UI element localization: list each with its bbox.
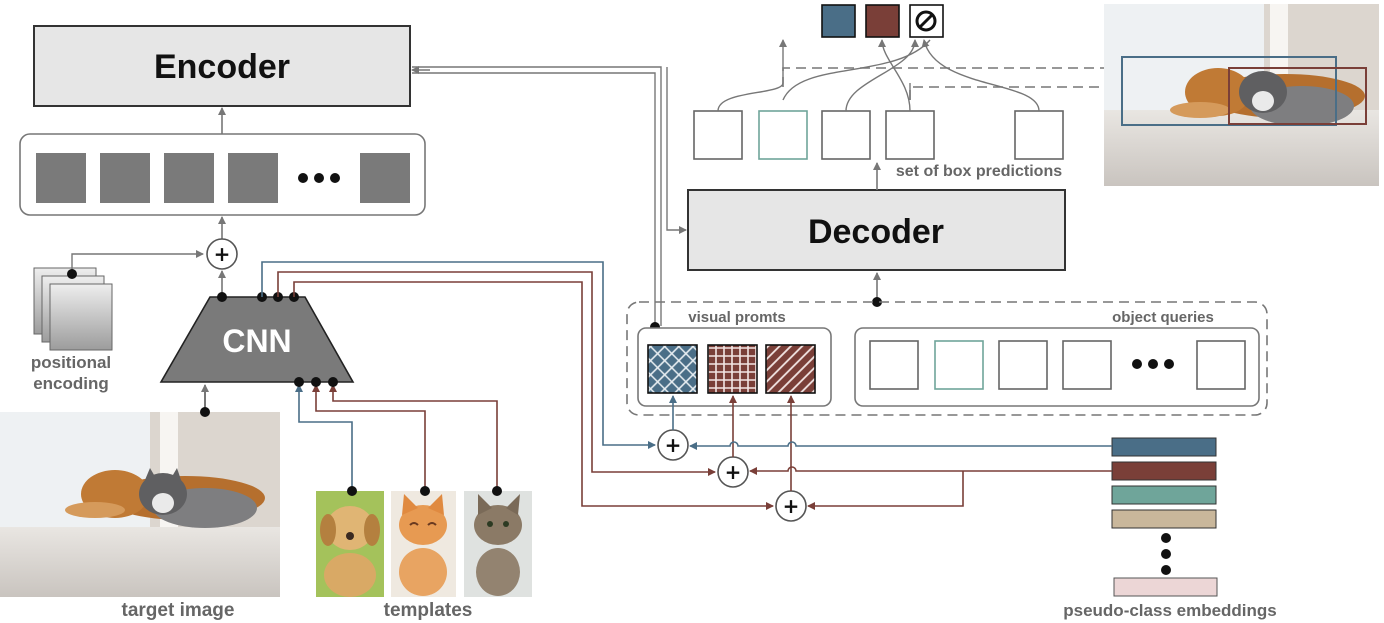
positional-encoding-stack	[33, 267, 113, 351]
object-query	[998, 340, 1048, 390]
add-operator: +	[775, 490, 807, 522]
template-image-puppy	[316, 491, 384, 597]
class-output-blue	[821, 4, 856, 38]
feature-token	[228, 153, 278, 203]
encoder-box	[33, 25, 411, 107]
svg-text:+: +	[725, 460, 742, 484]
feature-token	[100, 153, 150, 203]
template-image-kitten-smiling	[391, 491, 456, 597]
set-of-box-predictions-label: set of box predictions	[896, 163, 1062, 180]
box-prediction	[885, 110, 935, 160]
svg-text:+: +	[214, 242, 231, 266]
vertical-ellipsis	[1161, 533, 1171, 575]
visual-prompts-label: visual promts	[688, 309, 786, 326]
visual-prompt-blue	[647, 344, 698, 394]
object-queries-label: object queries	[1112, 309, 1214, 326]
template-image-tabby-kitten	[464, 491, 532, 597]
decoder-label: Decoder	[808, 213, 944, 251]
pseudo-class-embeddings-label: pseudo-class embeddings	[1063, 601, 1277, 620]
svg-text:+: +	[783, 494, 800, 518]
class-output-red	[865, 4, 900, 38]
add-operator: +	[717, 456, 749, 488]
object-query	[869, 340, 919, 390]
visual-prompt-red-diag	[765, 344, 816, 394]
ellipsis-dots	[1132, 359, 1174, 369]
object-query	[1196, 340, 1246, 390]
feature-token	[36, 153, 86, 203]
output-image	[1104, 4, 1379, 186]
object-query	[934, 340, 984, 390]
encoder-label: Encoder	[154, 48, 290, 86]
box-prediction	[758, 110, 808, 160]
positional-encoding-label: positional	[31, 353, 111, 372]
embedding-teal	[1111, 485, 1217, 505]
box-prediction	[821, 110, 871, 160]
detection-box-red	[1228, 67, 1367, 125]
no-object-icon	[909, 4, 944, 38]
decoder-box	[687, 189, 1066, 271]
box-prediction	[1014, 110, 1064, 160]
embedding-blue	[1111, 437, 1217, 457]
svg-text:+: +	[665, 433, 682, 457]
target-image-label: target image	[122, 600, 235, 621]
add-operator: +	[657, 429, 689, 461]
embedding-red	[1111, 461, 1217, 481]
feature-token	[164, 153, 214, 203]
positional-encoding-label: encoding	[33, 374, 109, 393]
ellipsis-dots	[298, 173, 340, 183]
cnn-label: CNN	[222, 323, 291, 359]
box-prediction	[693, 110, 743, 160]
object-query	[1062, 340, 1112, 390]
query-container	[626, 301, 1268, 416]
target-image	[0, 412, 280, 597]
visual-prompt-red-grid	[707, 344, 758, 394]
embedding-pink	[1113, 577, 1218, 597]
feature-token	[360, 153, 410, 203]
add-operator: +	[206, 238, 238, 270]
templates-label: templates	[384, 600, 473, 621]
embedding-tan	[1111, 509, 1217, 529]
